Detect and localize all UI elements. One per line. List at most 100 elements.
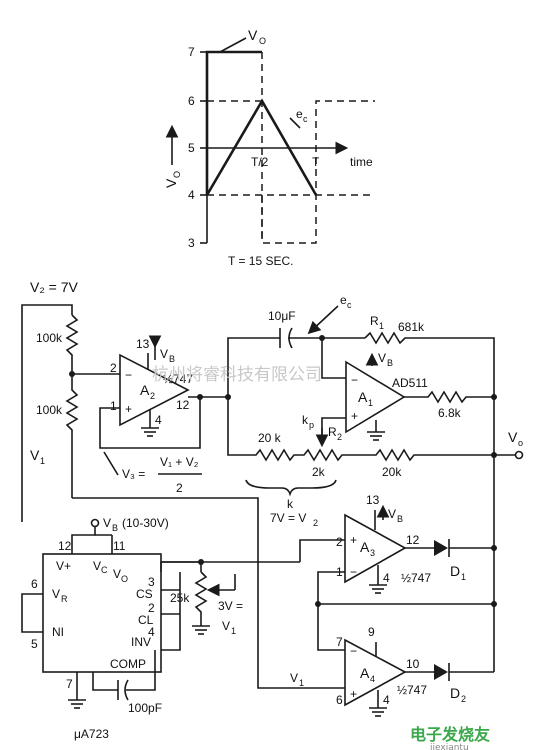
- k-brace: [245, 479, 337, 497]
- svg-text:V: V: [222, 619, 230, 633]
- svg-text:7V = V: 7V = V: [270, 511, 306, 525]
- diode-d1: [434, 540, 448, 556]
- t-half-label: T/2: [251, 155, 269, 169]
- vo-output-terminal: [514, 450, 524, 460]
- vb-supply-terminal: [90, 518, 100, 528]
- svg-text:V: V: [52, 587, 60, 601]
- svg-text:100pF: 100pF: [128, 701, 162, 715]
- svg-text:12: 12: [58, 539, 72, 553]
- svg-text:+: +: [350, 533, 357, 547]
- svg-text:p: p: [309, 420, 314, 430]
- graph-vo-label: V: [248, 27, 258, 43]
- vo-square-wave-solid: [205, 50, 262, 195]
- svg-text:−: −: [351, 373, 358, 387]
- svg-text:e: e: [340, 293, 347, 307]
- svg-text:V₁ + V₂: V₁ + V₂: [160, 455, 199, 469]
- watermark-site: jiexiantu: [429, 743, 469, 750]
- watermark-company: 杭州将睿科技有限公司: [152, 365, 322, 385]
- ec-arrow-icon: [307, 305, 339, 335]
- svg-text:1: 1: [379, 321, 384, 331]
- v2-label: V₂ = 7V: [30, 279, 79, 295]
- svg-text:20 k: 20 k: [258, 431, 282, 445]
- svg-text:AD511: AD511: [392, 376, 428, 390]
- ua723-label: μA723: [74, 727, 109, 741]
- svg-text:½747: ½747: [401, 571, 431, 585]
- svg-text:4: 4: [370, 674, 375, 684]
- svg-text:V: V: [93, 559, 101, 573]
- opamp-a3: [344, 513, 407, 584]
- svg-text:+: +: [350, 687, 357, 701]
- svg-text:681k: 681k: [398, 320, 425, 334]
- svg-text:7: 7: [66, 677, 73, 691]
- svg-text:V+: V+: [56, 559, 71, 573]
- v3-label: V₃ =: [122, 467, 145, 481]
- tick-5: 5: [188, 141, 195, 155]
- integrator-input-wire: [227, 337, 280, 397]
- svg-text:2k: 2k: [312, 465, 326, 479]
- tick-7: 7: [188, 45, 195, 59]
- vo-pointer: [219, 37, 247, 53]
- a2-label: A: [140, 382, 150, 398]
- svg-text:6: 6: [31, 577, 38, 591]
- svg-text:k: k: [287, 497, 294, 511]
- svg-text:O: O: [121, 574, 128, 584]
- t-full-label: T: [312, 155, 320, 169]
- a1-label: A: [358, 389, 368, 405]
- opamp-a4: [344, 638, 407, 707]
- svg-text:k: k: [302, 413, 309, 427]
- svg-text:100k: 100k: [36, 331, 63, 345]
- period-note: T = 15 SEC.: [228, 254, 293, 268]
- ec-triangle-wave: [205, 98, 318, 196]
- svg-text:10μF: 10μF: [268, 309, 296, 323]
- svg-text:½747: ½747: [163, 372, 193, 386]
- svg-text:D: D: [450, 685, 460, 701]
- svg-text:O: O: [172, 171, 182, 178]
- svg-text:20k: 20k: [382, 465, 402, 479]
- svg-text:COMP: COMP: [110, 657, 146, 671]
- svg-text:B: B: [112, 523, 118, 533]
- svg-text:4: 4: [383, 571, 390, 585]
- resistor-100k-top: [65, 314, 79, 372]
- svg-text:V: V: [508, 429, 518, 445]
- v2-wire: [21, 304, 73, 522]
- a2-feedback: [99, 397, 201, 449]
- v1-left-label: V: [30, 447, 40, 463]
- svg-text:V: V: [103, 516, 111, 530]
- svg-text:o: o: [518, 438, 523, 448]
- a3-label: A: [360, 539, 370, 555]
- svg-text:12: 12: [406, 533, 420, 547]
- svg-text:3V =: 3V =: [218, 599, 243, 613]
- svg-text:6.8k: 6.8k: [438, 406, 462, 420]
- svg-text:R: R: [370, 314, 379, 328]
- svg-text:4: 4: [155, 413, 162, 427]
- svg-text:NI: NI: [52, 625, 64, 639]
- svg-text:R: R: [61, 594, 68, 604]
- svg-text:1: 1: [461, 572, 466, 582]
- svg-text:9: 9: [368, 625, 375, 639]
- svg-text:1: 1: [368, 398, 373, 408]
- tick-4: 4: [188, 188, 195, 202]
- svg-text:c: c: [347, 300, 352, 310]
- svg-text:V: V: [113, 567, 121, 581]
- svg-text:CS: CS: [136, 587, 153, 601]
- svg-text:V: V: [160, 347, 168, 361]
- svg-text:11: 11: [113, 539, 126, 553]
- svg-text:B: B: [387, 358, 393, 368]
- svg-text:7: 7: [336, 635, 343, 649]
- svg-text:10: 10: [406, 657, 420, 671]
- svg-text:6: 6: [336, 693, 343, 707]
- svg-text:3: 3: [370, 548, 375, 558]
- svg-text:3: 3: [148, 575, 155, 589]
- svg-text:13: 13: [136, 337, 150, 351]
- svg-text:B: B: [169, 354, 175, 364]
- circuit-schematic: V₂ = 7V 100k 100k V 1 2 1 − + A 2 ½747 1…: [21, 279, 524, 741]
- svg-text:B: B: [397, 514, 403, 524]
- time-label: time: [350, 155, 373, 169]
- svg-text:4: 4: [148, 625, 155, 639]
- ua723-ic: [42, 553, 162, 673]
- tick-3: 3: [188, 236, 195, 250]
- svg-text:O: O: [259, 36, 266, 46]
- svg-text:2: 2: [176, 481, 183, 495]
- svg-text:−: −: [350, 644, 357, 658]
